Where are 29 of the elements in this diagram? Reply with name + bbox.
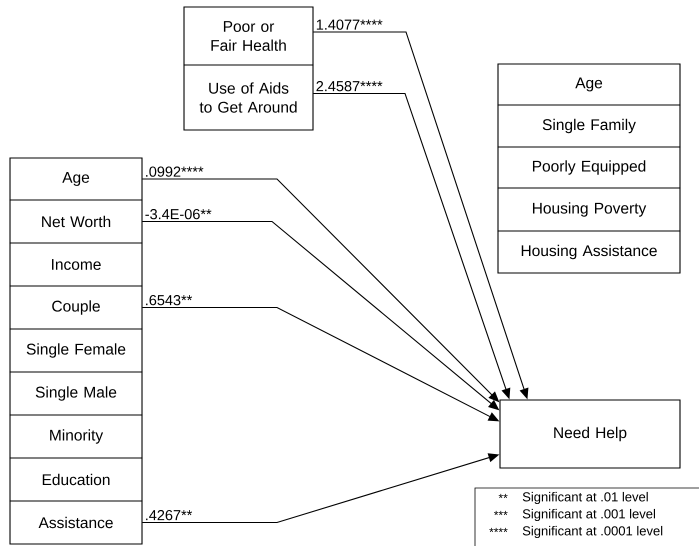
variable-box: Single Male	[9, 371, 143, 416]
variable-box: Net Worth	[9, 199, 143, 244]
variable-box: Income	[9, 242, 143, 287]
variable-box: Minority	[9, 414, 143, 459]
asterisks: ****	[489, 528, 508, 532]
asterisks: **	[498, 494, 508, 498]
variable-box: Poor or Fair Health	[183, 6, 314, 66]
note-text: Significant at .0001 level	[522, 526, 662, 538]
variable-box: Assistance	[9, 500, 143, 545]
note-text: Significant at .01 level	[522, 492, 648, 504]
variable-box: Use of Aids to Get Around	[183, 64, 314, 131]
variable-box: Poorly Equipped	[497, 146, 681, 189]
variable-box: Age	[9, 157, 143, 201]
edge-label: .0992****	[144, 166, 205, 178]
variable-box: Housing Assistance	[497, 230, 681, 274]
variable-box: Single Female	[9, 328, 143, 373]
outcome-box: Need Help	[499, 399, 681, 469]
asterisks: ***	[494, 510, 508, 516]
variable-box: Age	[497, 63, 681, 106]
edge-label: .4267**	[144, 509, 194, 522]
variable-box: Housing Poverty	[497, 187, 681, 232]
edge-label: .6543**	[144, 294, 194, 306]
variable-box: Single Family	[497, 104, 681, 148]
edge-label: 2.4587****	[314, 80, 384, 92]
variable-box: Couple	[9, 285, 143, 330]
edge-label: -3.4E-06**	[144, 208, 213, 220]
note-text: Significant at .001 level	[522, 508, 655, 522]
variable-box: Education	[9, 457, 143, 502]
edge-label: 1.4077****	[314, 18, 384, 31]
